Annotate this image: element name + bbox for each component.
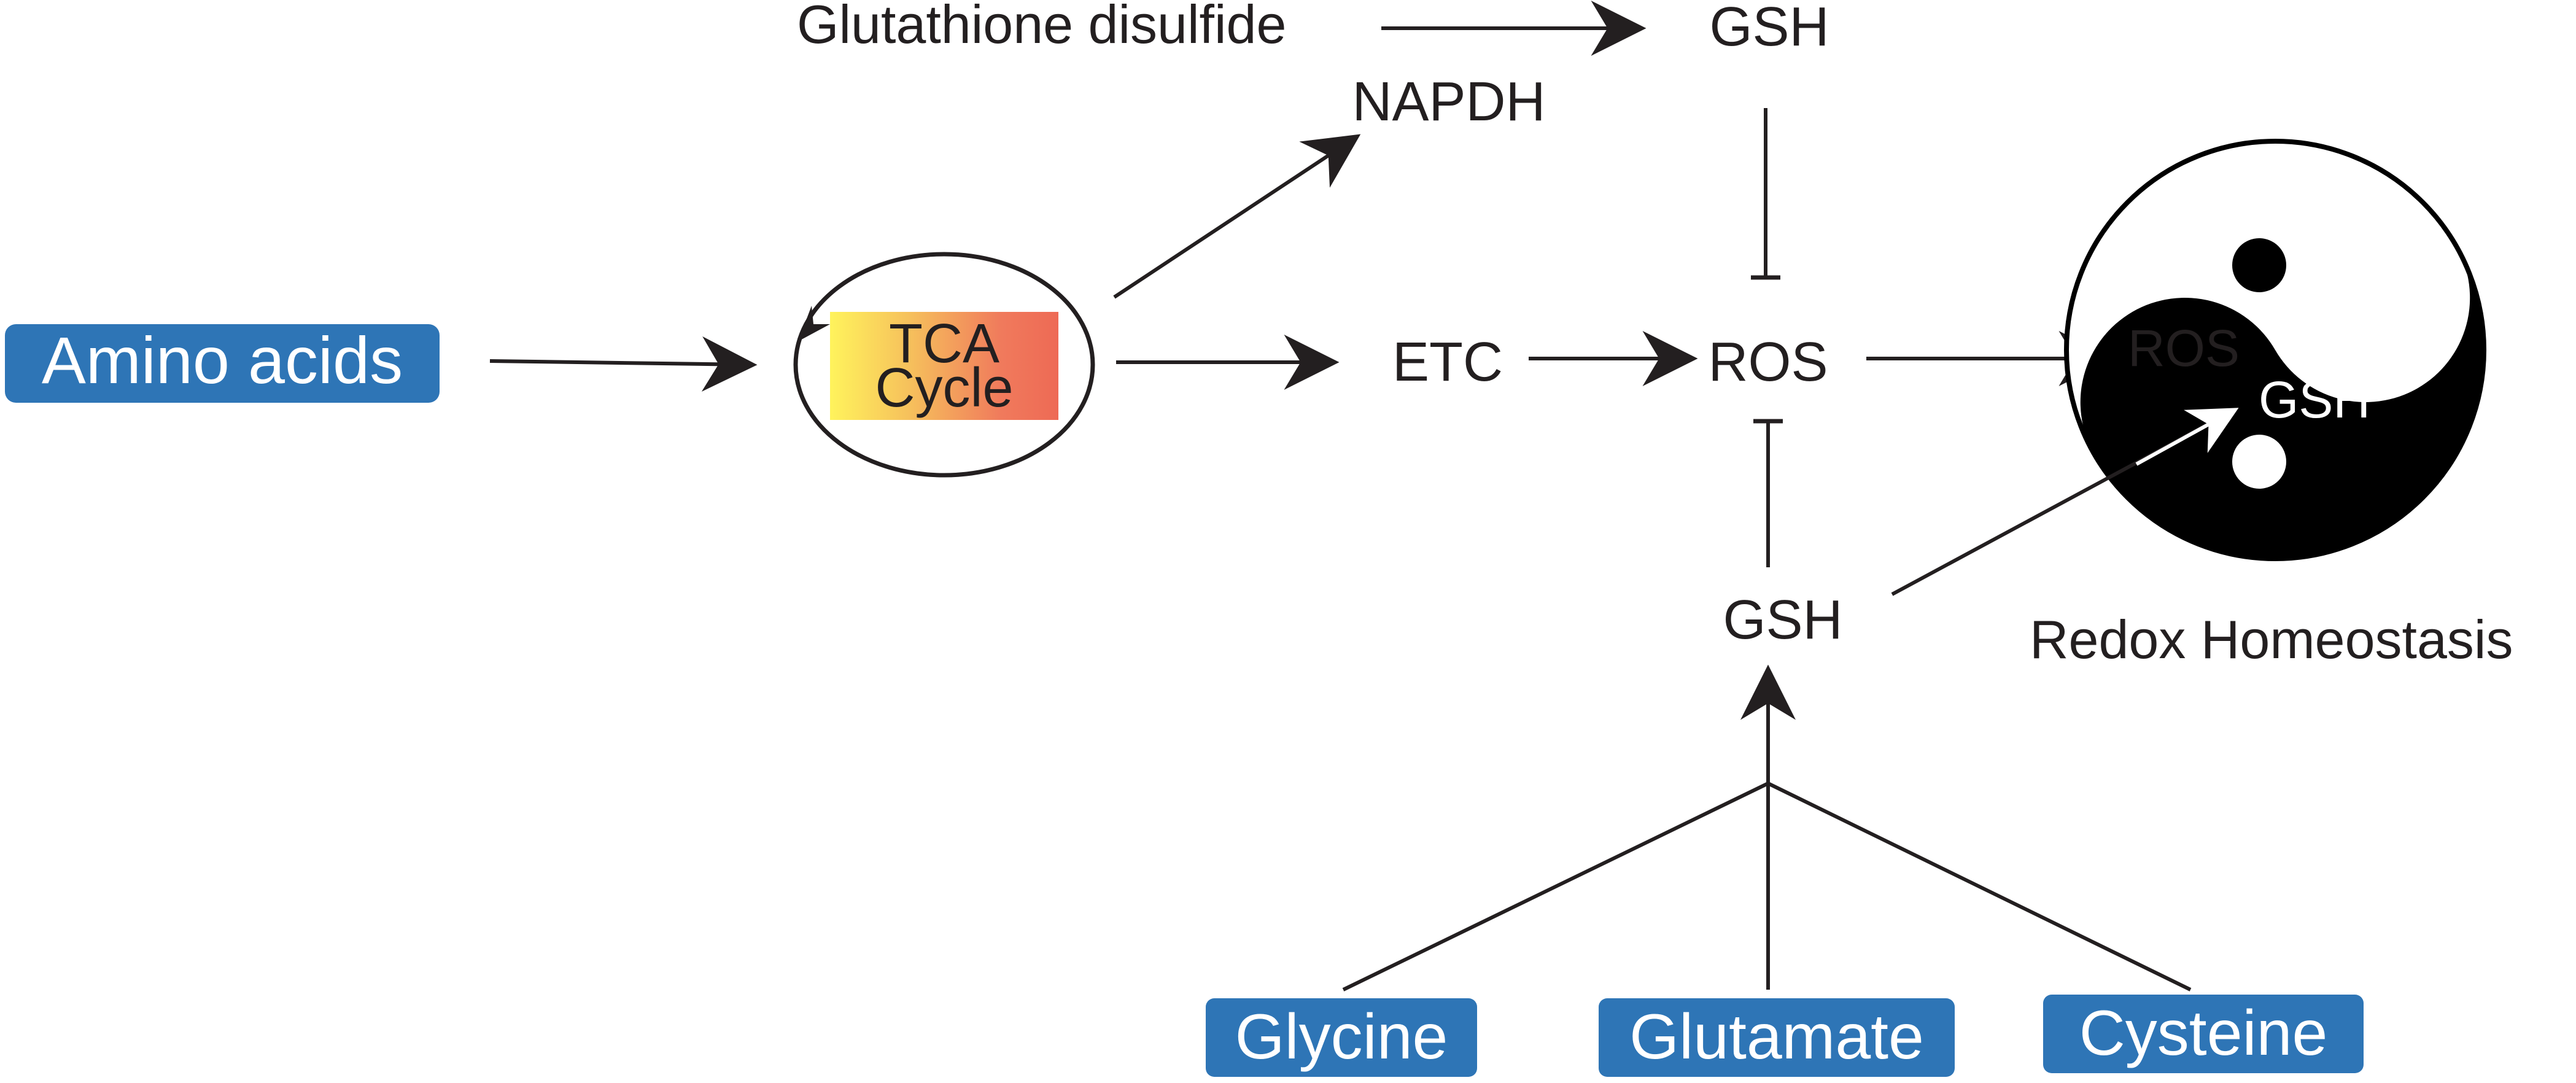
tca-label-line1: TCA — [889, 313, 999, 375]
tca-cycle-node: TCA Cycle — [793, 252, 1095, 478]
glycine-box — [1206, 998, 1477, 1077]
yin-yang-dark-dot — [2232, 238, 2286, 292]
ros-label: ROS — [1708, 332, 1828, 393]
tca-label-line2: Cycle — [875, 357, 1013, 419]
redox-ros-label: ROS — [2128, 319, 2240, 377]
yin-yang-icon — [2064, 139, 2486, 561]
redox-homeostasis-caption: Redox Homeostasis — [2030, 609, 2513, 670]
line-cysteine — [1767, 782, 2192, 992]
etc-label: ETC — [1392, 332, 1503, 393]
inhibit-gsh-top-ros — [1751, 108, 1780, 280]
glycine-node: Glycine — [1206, 998, 1477, 1077]
cycle-arrow-icon — [798, 306, 830, 341]
inhibit-gsh-bottom-ros — [1753, 419, 1783, 567]
line-glycine — [1342, 782, 1769, 992]
glutamate-node: Glutamate — [1599, 998, 1955, 1077]
yin-yang-outline — [2064, 139, 2486, 561]
gsh-bottom-label: GSH — [1723, 589, 1842, 651]
cysteine-box — [2043, 995, 2364, 1073]
yin-half — [2080, 246, 2484, 559]
cysteine-node: Cysteine — [2043, 995, 2364, 1073]
tca-gradient-box — [830, 312, 1058, 420]
gsh-top-label: GSH — [1709, 0, 1829, 58]
redox-gsh-label: GSH — [2259, 371, 2370, 429]
cysteine-label: Cysteine — [2079, 998, 2328, 1069]
arrow-tca-to-napdh — [1113, 134, 1361, 299]
tca-cycle-ring — [793, 252, 1095, 478]
amino-acids-node: Amino acids — [5, 323, 440, 403]
napdh-label: NAPDH — [1352, 71, 1545, 133]
glutamate-box — [1599, 998, 1955, 1077]
arrow-gsh-to-redox-light — [2135, 408, 2239, 466]
arrow-amino-to-tca — [489, 336, 758, 392]
glycine-label: Glycine — [1235, 1001, 1448, 1073]
glutamate-label: Glutamate — [1629, 1001, 1924, 1073]
amino-acids-box — [5, 324, 440, 403]
amino-acids-label: Amino acids — [42, 323, 403, 397]
yin-yang-light-dot — [2232, 435, 2286, 489]
glutathione-disulfide-label: Glutathione disulfide — [797, 0, 1286, 55]
